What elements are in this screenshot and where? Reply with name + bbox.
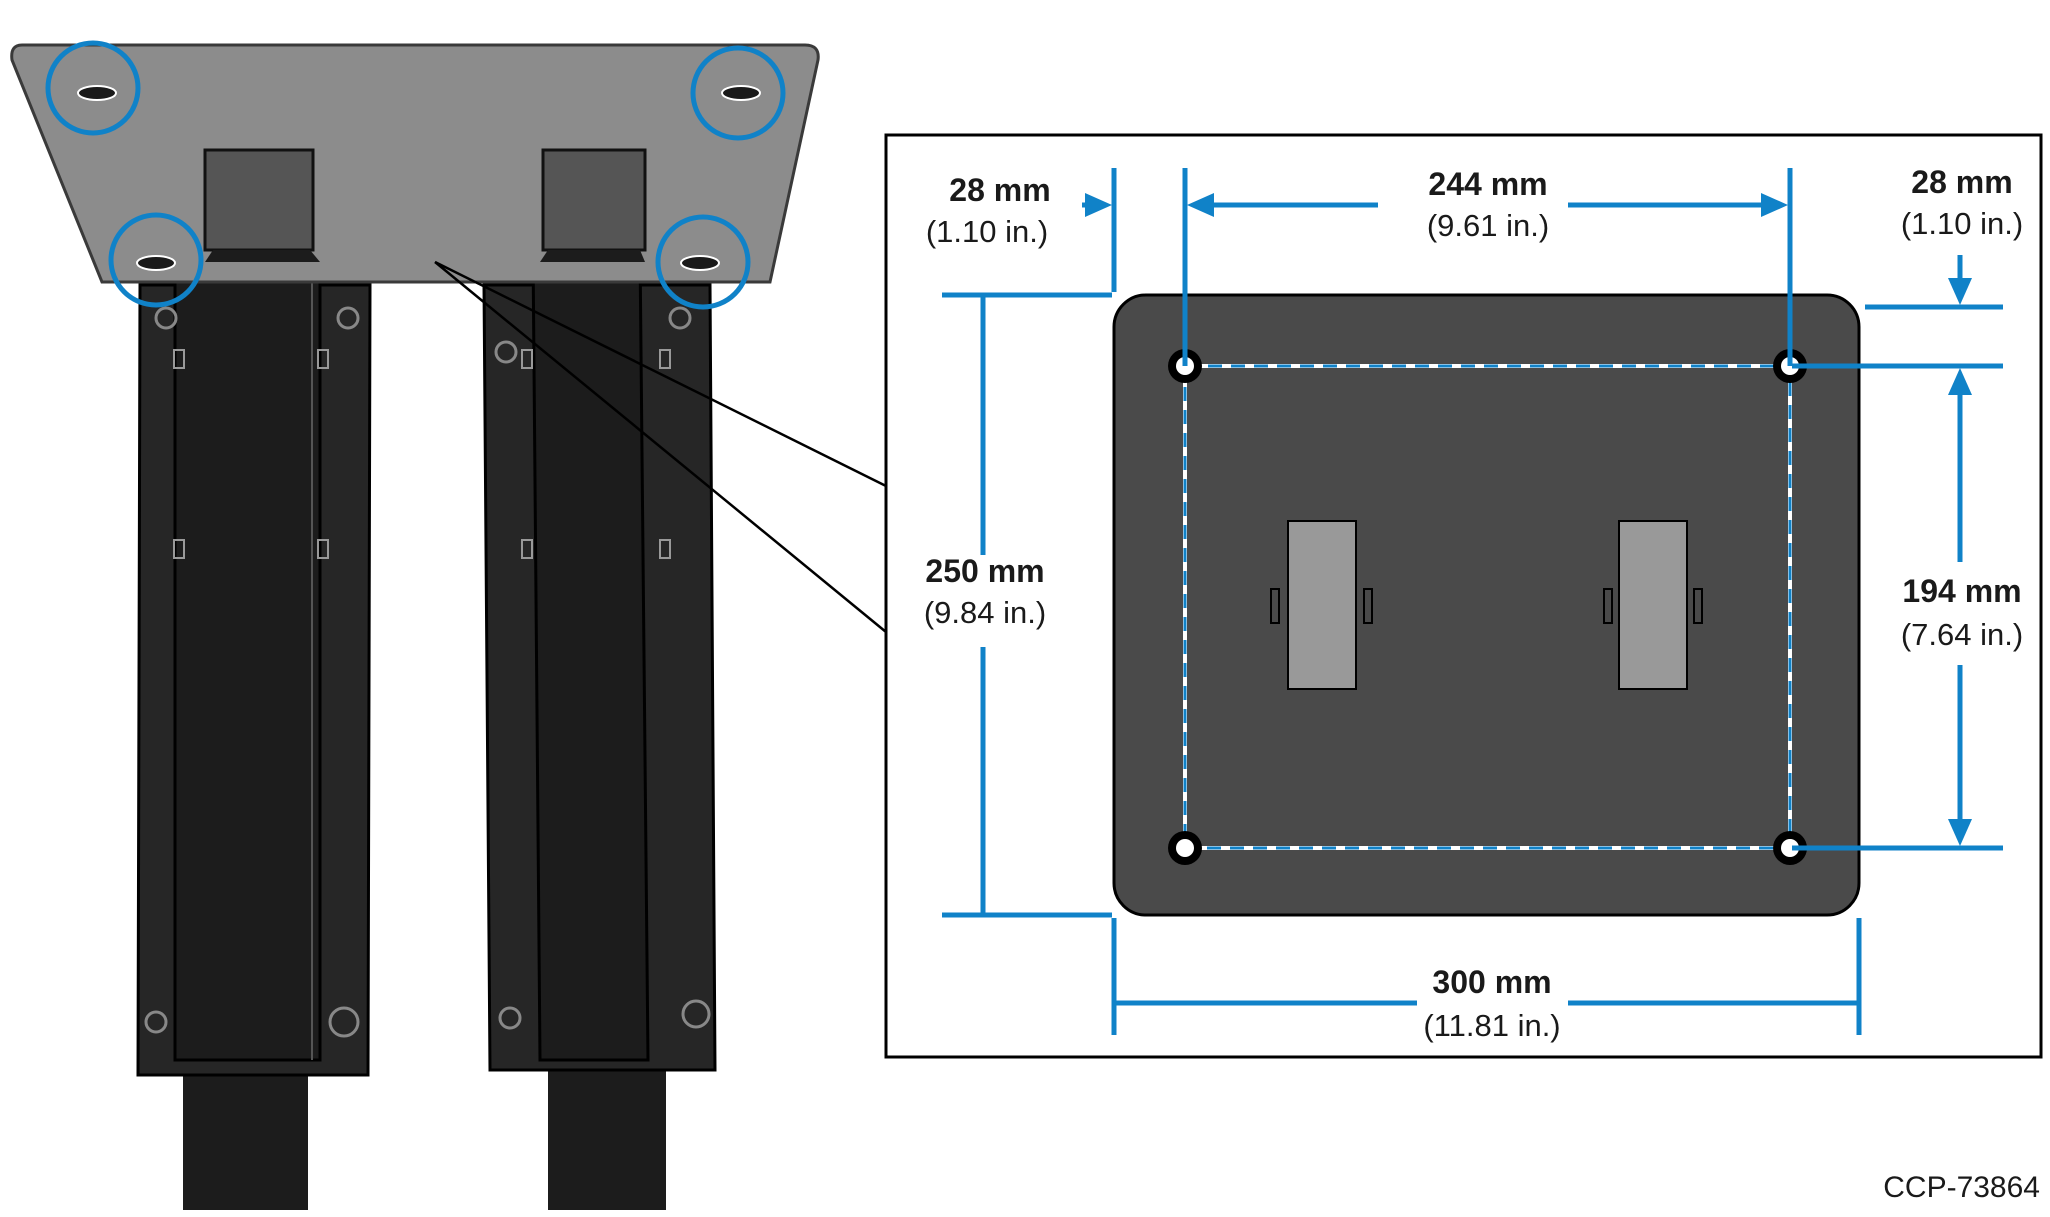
dim-250mm-imperial: (9.84 in.) bbox=[924, 595, 1046, 630]
dim-28mm-right-metric: 28 mm bbox=[1911, 164, 2012, 200]
hole-highlight-bottom-left bbox=[108, 212, 204, 308]
dim-label-250mm: 250 mm (9.84 in.) bbox=[924, 553, 1046, 630]
dim-label-194mm: 194 mm (7.64 in.) bbox=[1901, 573, 2023, 652]
hole-highlight-top-left bbox=[45, 40, 141, 136]
right-leg bbox=[482, 148, 717, 1210]
figure-id: CCP-73864 bbox=[1883, 1171, 2040, 1204]
hole-highlight-bottom-right bbox=[655, 214, 751, 310]
callout-lines bbox=[434, 260, 887, 633]
dim-label-300mm: 300 mm (11.81 in.) bbox=[1423, 964, 1560, 1043]
dim-300mm-metric: 300 mm bbox=[1432, 964, 1551, 1000]
dim-28mm-left-metric: 28 mm bbox=[949, 172, 1050, 208]
dim-28mm-right-imperial: (1.10 in.) bbox=[1901, 206, 2023, 241]
dim-28mm-left-imperial: (1.10 in.) bbox=[926, 214, 1048, 249]
left-leg bbox=[136, 148, 372, 1210]
hole-highlight-circles bbox=[45, 40, 786, 310]
dim-label-244mm: 244 mm (9.61 in.) bbox=[1427, 166, 1549, 243]
dim-194mm-imperial: (7.64 in.) bbox=[1901, 617, 2023, 652]
dim-label-28mm-right: 28 mm (1.10 in.) bbox=[1901, 164, 2023, 241]
dim-label-28mm-left: 28 mm (1.10 in.) bbox=[926, 172, 1051, 249]
stand-illustration bbox=[10, 40, 820, 1210]
mounting-holes bbox=[1168, 349, 1807, 865]
bracket-tab-left bbox=[1270, 520, 1373, 690]
dimension-arrowheads bbox=[1085, 193, 1972, 846]
dimension-lines bbox=[942, 168, 2003, 1035]
dim-194mm-metric: 194 mm bbox=[1902, 573, 2021, 609]
dim-300mm-imperial: (11.81 in.) bbox=[1423, 1008, 1560, 1043]
dim-244mm-metric: 244 mm bbox=[1428, 166, 1547, 202]
bracket-tab-right bbox=[1603, 520, 1703, 690]
hole-highlight-top-right bbox=[690, 45, 786, 141]
mounting-plate bbox=[1112, 293, 1861, 917]
dim-244mm-imperial: (9.61 in.) bbox=[1427, 208, 1549, 243]
dim-250mm-metric: 250 mm bbox=[925, 553, 1044, 589]
